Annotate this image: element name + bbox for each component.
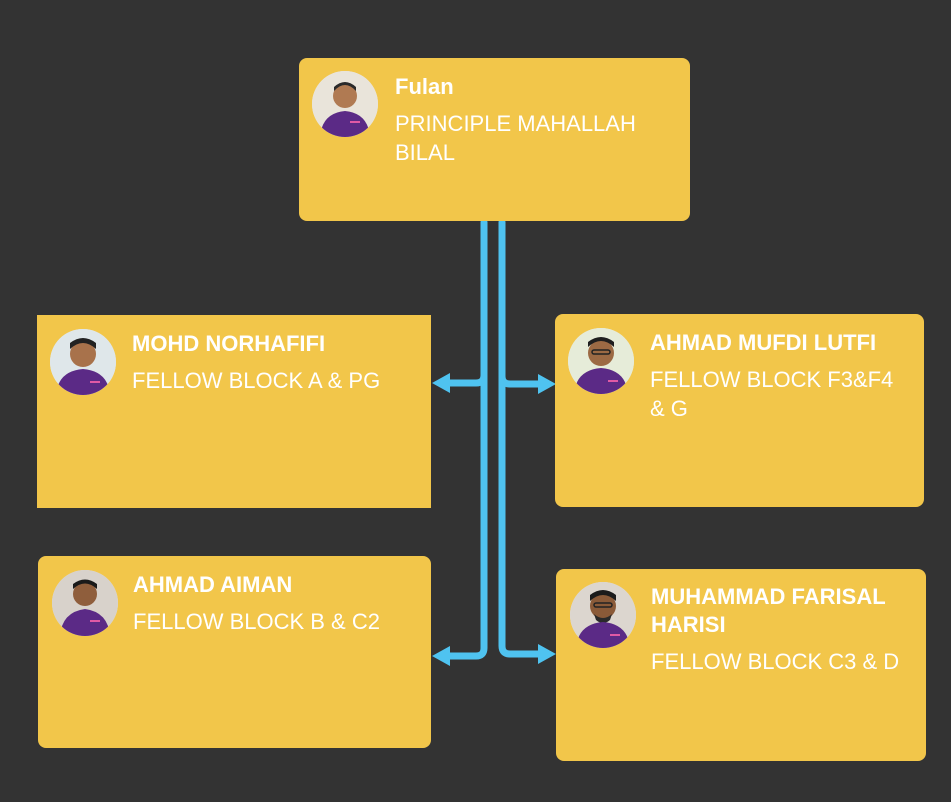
fellow-card-block-b[interactable]: AHMAD AIMAN FELLOW BLOCK B & C2 — [38, 556, 431, 748]
arrowhead-block-c3 — [538, 644, 556, 664]
fellow-name: MUHAMMAD FARISAL HARISI — [651, 584, 886, 637]
arrowhead-block-a — [432, 373, 450, 393]
fellow-role: FELLOW BLOCK B & C2 — [133, 609, 380, 634]
person-photo-icon — [570, 582, 636, 648]
connector-right-trunk — [498, 218, 544, 658]
connector-to-block-f3 — [498, 372, 544, 388]
fellow-role: FELLOW BLOCK F3&F4 & G — [650, 367, 894, 421]
root-role: PRINCIPLE MAHALLAH BILAL — [395, 111, 636, 165]
arrowhead-block-b — [432, 646, 450, 666]
person-photo-icon — [50, 329, 116, 395]
fellow-name: AHMAD MUFDI LUTFI — [650, 330, 877, 355]
fellow-role: FELLOW BLOCK C3 & D — [651, 649, 900, 674]
root-card[interactable]: Fulan PRINCIPLE MAHALLAH BILAL — [299, 58, 690, 221]
fellow-card-block-c3[interactable]: MUHAMMAD FARISAL HARISI FELLOW BLOCK C3 … — [556, 569, 926, 761]
person-photo-icon — [568, 328, 634, 394]
fellow-role: FELLOW BLOCK A & PG — [132, 368, 381, 393]
fellow-name: MOHD NORHAFIFI — [132, 331, 326, 356]
person-photo-icon — [52, 570, 118, 636]
root-name: Fulan — [395, 74, 454, 99]
connector-left-trunk — [442, 218, 488, 660]
fellow-card-block-f3[interactable]: AHMAD MUFDI LUTFI FELLOW BLOCK F3&F4 & G — [555, 314, 924, 507]
fellow-name: AHMAD AIMAN — [133, 572, 293, 597]
connector-to-block-a — [442, 371, 488, 387]
arrowhead-block-f3 — [538, 374, 556, 394]
person-photo-icon — [312, 71, 378, 137]
fellow-card-block-a[interactable]: MOHD NORHAFIFI FELLOW BLOCK A & PG — [37, 315, 431, 508]
